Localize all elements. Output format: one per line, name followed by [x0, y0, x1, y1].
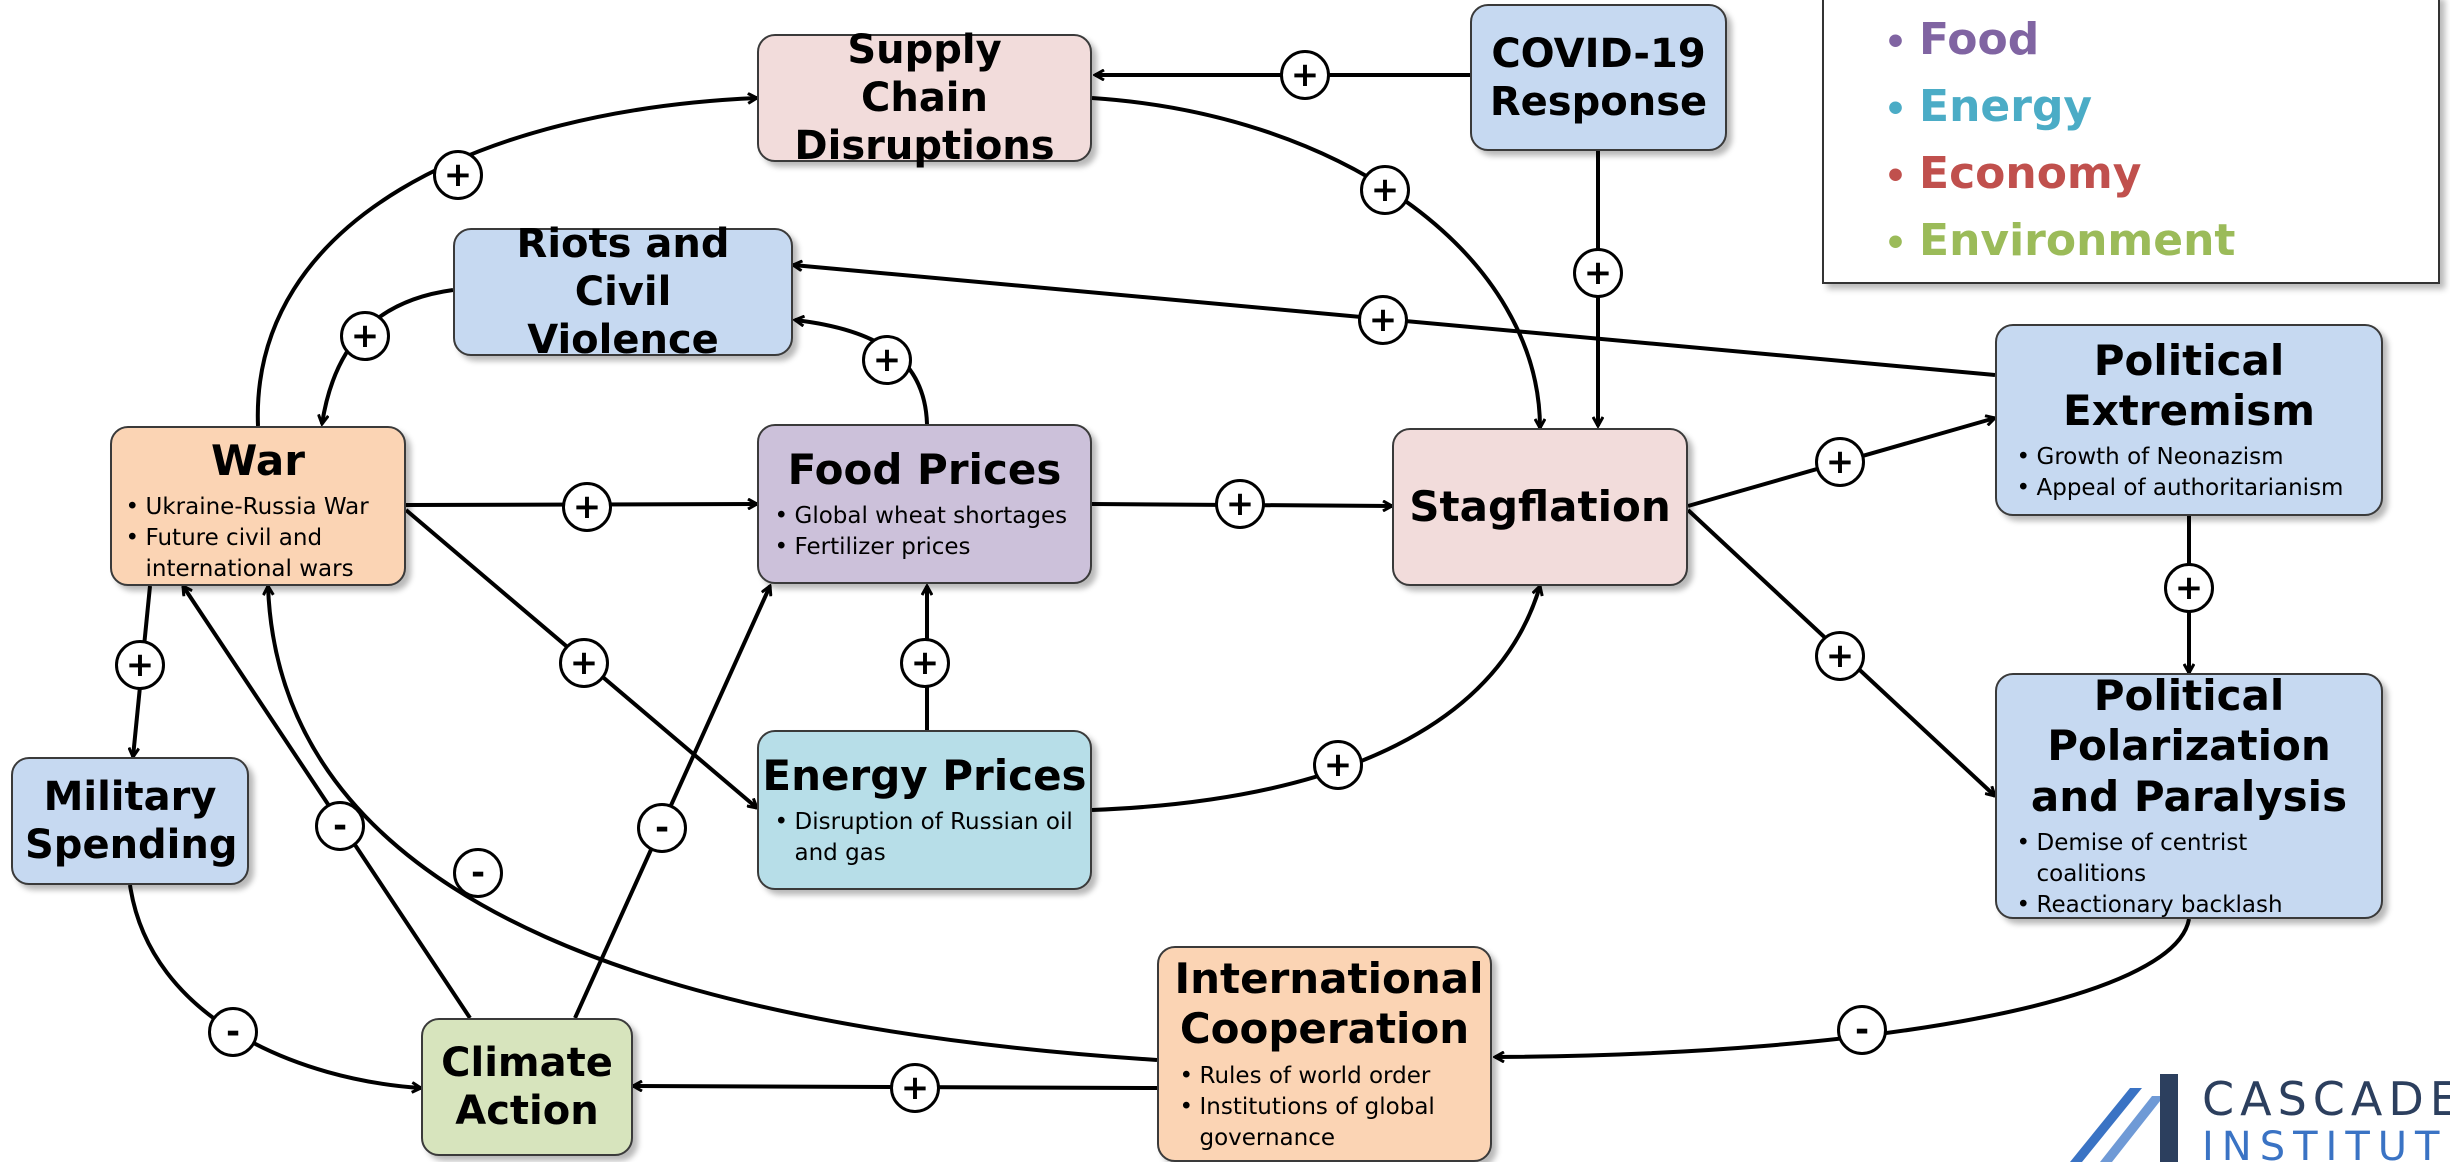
- node-bullet: Appeal of authoritarianism: [2017, 473, 2362, 504]
- positive-link-sign: +: [340, 311, 390, 361]
- node-bullets: Demise of centrist coalitionsReactionary…: [2017, 828, 2362, 921]
- node-bullet: Fertilizer prices: [775, 532, 1075, 563]
- legend-bullet-icon: •: [1884, 22, 1908, 63]
- negative-link-sign: -: [453, 848, 503, 898]
- node-title: War: [211, 436, 305, 485]
- legend-label: Food: [1919, 14, 2040, 65]
- positive-link-sign: +: [115, 640, 165, 690]
- positive-link-sign: +: [862, 335, 912, 385]
- node-bullet: Rules of world order: [1180, 1061, 1470, 1092]
- legend-item: • Food: [1884, 8, 2438, 75]
- positive-link-sign: +: [1215, 479, 1265, 529]
- node-title: Supply Chain Disruptions: [794, 27, 1055, 169]
- positive-link-sign: +: [1280, 50, 1330, 100]
- positive-link-sign: +: [1815, 437, 1865, 487]
- negative-link-sign: -: [1837, 1005, 1887, 1055]
- negative-link-sign: -: [315, 801, 365, 851]
- legend-bullet-icon: •: [1884, 223, 1908, 264]
- node-bullets: Global wheat shortagesFertilizer prices: [775, 501, 1075, 563]
- positive-link-sign: +: [2164, 563, 2214, 613]
- node-military-spending: Military Spending: [11, 757, 249, 885]
- negative-link-sign: -: [637, 803, 687, 853]
- node-political-polarization-paralysis: Political Polarization and Paralysis Dem…: [1995, 670, 2383, 921]
- legend-item: • Environment: [1884, 209, 2438, 276]
- node-climate-action: Climate Action: [421, 1018, 633, 1156]
- link-riots-to-war: [322, 288, 454, 424]
- node-food-prices: Food Prices Global wheat shortagesFertil…: [757, 424, 1092, 584]
- positive-link-sign: +: [1313, 740, 1363, 790]
- node-bullet: Global wheat shortages: [775, 501, 1075, 532]
- positive-link-sign: +: [1573, 248, 1623, 298]
- legend-item: • Energy: [1884, 75, 2438, 142]
- link-war-to-supply: [255, 98, 757, 427]
- node-title: Energy Prices: [762, 750, 1087, 800]
- legend-bullet-icon: •: [1884, 89, 1908, 130]
- node-bullets: Disruption of Russian oil and gas: [775, 807, 1075, 869]
- node-bullet: Reactionary backlash: [2017, 890, 2362, 921]
- node-title: Climate Action: [441, 1040, 613, 1134]
- node-title: Riots and Civil Violence: [516, 221, 730, 363]
- logo-mark-icon: [2070, 1074, 2178, 1162]
- node-title: Political Polarization and Paralysis: [2030, 670, 2348, 821]
- node-bullet: Ukraine-Russia War: [126, 492, 391, 523]
- negative-link-sign: -: [208, 1007, 258, 1057]
- legend-label: Energy: [1919, 81, 2093, 132]
- node-bullet: Growth of Neonazism: [2017, 442, 2362, 473]
- node-riots-civil-violence: Riots and Civil Violence: [453, 221, 793, 363]
- node-energy-prices: Energy Prices Disruption of Russian oil …: [757, 730, 1092, 890]
- positive-link-sign: +: [433, 150, 483, 200]
- node-war: War Ukraine-Russia WarFuture civil and i…: [110, 426, 406, 586]
- positive-link-sign: +: [1358, 295, 1408, 345]
- legend-bullet-icon: •: [1884, 156, 1908, 197]
- node-title: Political Extremism: [2063, 335, 2315, 435]
- link-military-to-climate: [128, 884, 421, 1088]
- positive-link-sign: +: [890, 1063, 940, 1113]
- node-title: Food Prices: [787, 444, 1062, 494]
- node-title: COVID-19 Response: [1489, 30, 1708, 125]
- link-supply-to-stagflation: [1091, 96, 1540, 428]
- node-bullets: Growth of NeonazismAppeal of authoritari…: [2017, 442, 2362, 504]
- positive-link-sign: +: [559, 638, 609, 688]
- node-bullets: Rules of world orderInstitutions of glob…: [1180, 1061, 1470, 1154]
- positive-link-sign: +: [1360, 165, 1410, 215]
- legend-label: Environment: [1919, 215, 2236, 266]
- legend-label: Economy: [1919, 148, 2142, 199]
- legend: • Food • Energy • Economy • Environment: [1822, 0, 2440, 284]
- node-supply-chain-disruptions: Supply Chain Disruptions: [757, 27, 1092, 169]
- node-political-extremism: Political Extremism Growth of NeonazismA…: [1995, 324, 2383, 516]
- node-title: Military Spending: [25, 774, 238, 868]
- node-bullets: Ukraine-Russia WarFuture civil and inter…: [126, 492, 391, 585]
- link-energy-to-stagflation: [1091, 586, 1540, 812]
- logo-name: CASCADE: [2202, 1072, 2450, 1126]
- link-climate-to-food: [573, 586, 770, 1019]
- legend-item: • Economy: [1884, 142, 2438, 209]
- node-bullet: Future civil and international wars: [126, 523, 391, 585]
- positive-link-sign: +: [1815, 631, 1865, 681]
- link-climate-to-war: [183, 586, 472, 1020]
- link-polarization-to-coop: [1495, 918, 2191, 1057]
- node-bullet: Disruption of Russian oil and gas: [775, 807, 1075, 869]
- node-bullet: Institutions of global governance: [1180, 1092, 1470, 1154]
- positive-link-sign: +: [900, 638, 950, 688]
- legend-list: • Food • Energy • Economy • Environment: [1884, 8, 2438, 276]
- node-international-cooperation: International Cooperation Rules of world…: [1157, 946, 1492, 1162]
- node-stagflation: Stagflation: [1392, 428, 1688, 586]
- node-title: International Cooperation: [1174, 954, 1484, 1054]
- logo-subtitle: INSTITUTE: [2202, 1124, 2450, 1162]
- node-title: Stagflation: [1409, 481, 1671, 531]
- cascade-institute-logo: CASCADE INSTITUTE: [2060, 1070, 2450, 1162]
- link-coop-to-war: [268, 586, 1158, 1062]
- node-bullet: Demise of centrist coalitions: [2017, 828, 2362, 890]
- node-covid-19-response: COVID-19 Response: [1470, 4, 1727, 151]
- positive-link-sign: +: [562, 482, 612, 532]
